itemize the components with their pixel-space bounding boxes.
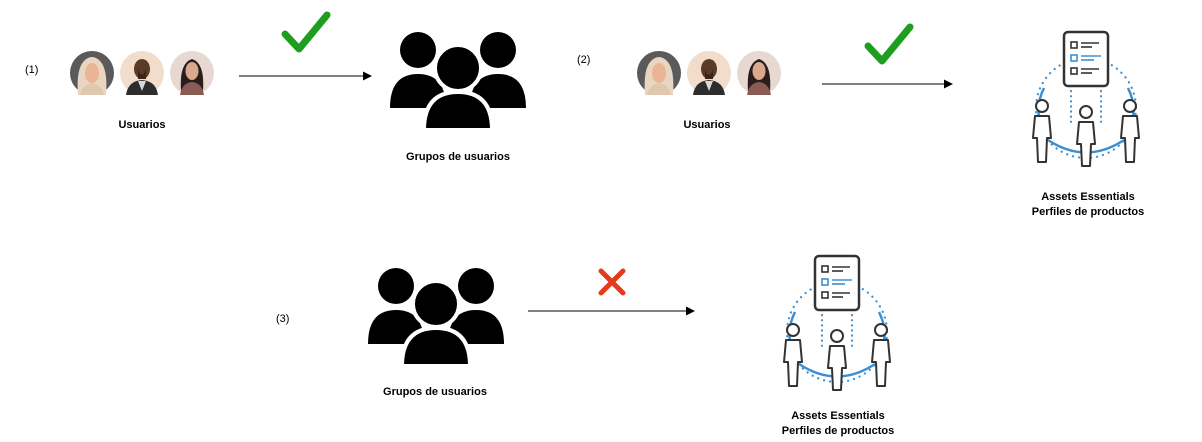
avatar-man-icon (687, 51, 731, 95)
checkmark-icon-2 (864, 23, 914, 69)
profiles-label-2-line2: Perfiles de productos (1031, 206, 1145, 218)
user-avatars-1 (70, 51, 214, 97)
groups-label-1: Grupos de usuarios (406, 151, 510, 163)
user-group-icon-3 (368, 264, 504, 371)
product-profile-icon-3 (777, 254, 897, 395)
step-1-label: (1) (25, 64, 39, 76)
profiles-label-3-line1: Assets Essentials (791, 410, 885, 422)
profiles-label-2-line1: Assets Essentials (1041, 191, 1135, 203)
profiles-label-3: Assets Essentials Perfiles de productos (758, 409, 918, 439)
avatar-blonde-woman-icon (70, 51, 114, 95)
avatar-man-icon (120, 51, 164, 95)
cross-icon-3 (598, 268, 626, 301)
arrow-2 (822, 77, 954, 95)
user-group-icon-1 (390, 28, 526, 135)
arrow-1 (239, 69, 373, 87)
profiles-label-2: Assets Essentials Perfiles de productos (1008, 190, 1168, 220)
profiles-label-3-line2: Perfiles de productos (781, 425, 895, 437)
user-avatars-2 (637, 51, 781, 97)
avatar-blonde-woman-icon (637, 51, 681, 95)
users-label-1: Usuarios (118, 119, 166, 131)
step-3-label: (3) (276, 313, 290, 325)
step-2-label: (2) (577, 54, 591, 66)
groups-label-3: Grupos de usuarios (383, 386, 487, 398)
avatar-dark-haired-woman-icon (170, 51, 214, 95)
product-profile-icon-2 (1026, 30, 1146, 171)
arrow-3 (528, 304, 696, 322)
users-label-2: Usuarios (683, 119, 731, 131)
avatar-dark-haired-woman-icon (737, 51, 781, 95)
checkmark-icon-1 (281, 11, 331, 57)
